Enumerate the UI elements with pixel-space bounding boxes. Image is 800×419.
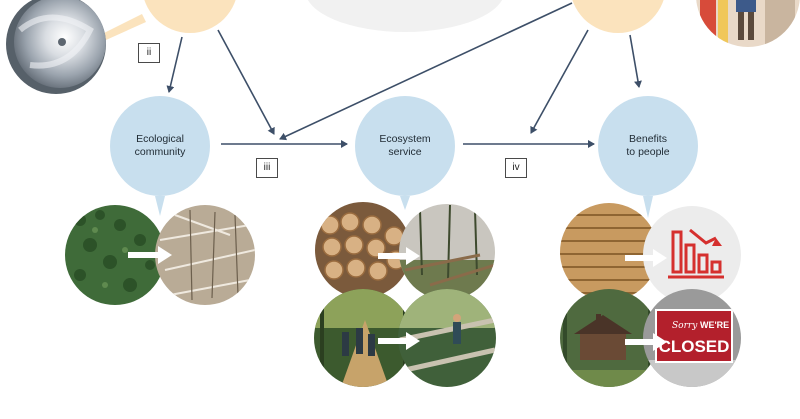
notch-ecosystem (400, 196, 410, 210)
shopper-photo (696, 0, 800, 47)
arrow-hikers-to-fallen (378, 332, 420, 350)
label-ecosystem-service: Ecosystem service (379, 133, 431, 158)
top-center-driver-circle (307, 0, 503, 32)
arrow-right-driver-to-iii (279, 2, 573, 141)
pathway-label-iv: iv (505, 158, 527, 178)
label-benefits-to-people: Benefits to people (626, 133, 670, 158)
label-ecological-community: Ecological community (134, 133, 186, 158)
node-ecological-community (110, 96, 210, 196)
closed-sign-sorry: Sorry (672, 321, 698, 331)
notch-benefits (643, 196, 653, 218)
arrow-driver-to-ecological (166, 36, 183, 93)
driver-circle-left (144, 0, 236, 33)
arrow-driver-to-benefits (629, 34, 642, 88)
driver-circle-right (572, 0, 664, 33)
node-benefits-to-people (598, 96, 698, 196)
closed-sign-closed: CLOSED (659, 337, 730, 356)
pathway-label-iii: iii (256, 158, 278, 178)
photo-forest-cabin (560, 289, 658, 387)
photo-hikers-forest (314, 289, 412, 387)
arrow-driver-to-iii (217, 29, 275, 135)
node-ecosystem-service (355, 96, 455, 196)
declining-chart-icon (643, 206, 741, 304)
arrow-timber-to-fallen (378, 247, 420, 265)
pathway-label-ii: ii (138, 43, 160, 63)
hurricane-icon (6, 0, 106, 94)
notch-ecological (155, 196, 165, 216)
arrow-right-driver-to-iv (530, 29, 589, 134)
arrow-intact-to-damaged (128, 246, 172, 264)
arrow-cabin-to-closed (625, 333, 667, 351)
hurricane-connector (104, 14, 146, 40)
arrow-lumber-to-decline (625, 249, 667, 267)
closed-sign-were: WE'RE (700, 320, 729, 330)
